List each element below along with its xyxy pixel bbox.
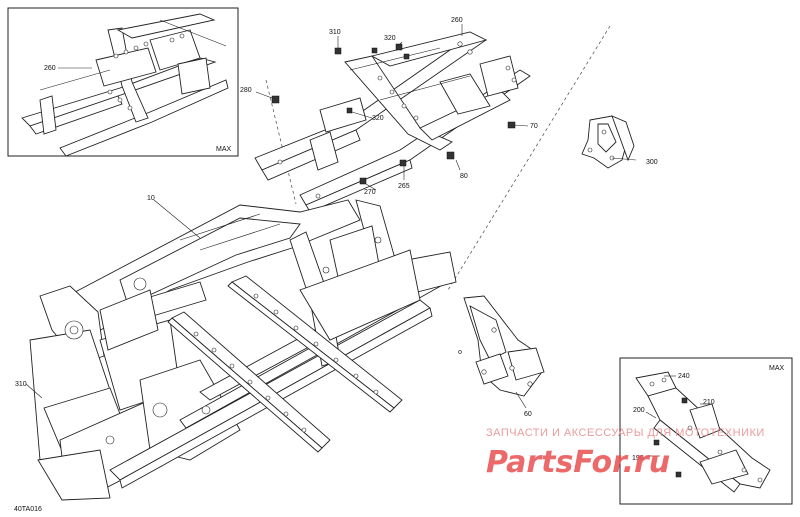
drawing-code: 40TA016 <box>14 506 42 513</box>
inset-bracket-drawing <box>635 371 771 493</box>
main-frame-drawing <box>29 199 457 501</box>
callout-210: 210 <box>703 399 715 406</box>
inset-rear-frame-drawing <box>21 13 229 157</box>
bracket-60-drawing <box>458 295 545 397</box>
callout-310-top: 310 <box>329 29 341 36</box>
inset-bottom-right: 240 210 200 190 MAX <box>619 357 793 505</box>
callout-270: 270 <box>364 189 376 196</box>
callout-260-top: 260 <box>451 17 463 24</box>
callout-280: 280 <box>240 87 252 94</box>
callout-70: 70 <box>530 123 538 130</box>
callout-260-inset: 260 <box>44 65 56 72</box>
callout-190: 190 <box>632 455 644 462</box>
callouts-main: 310 320 260 280 320 70 300 80 265 270 10… <box>15 17 658 418</box>
callout-10: 10 <box>147 195 155 202</box>
rear-subframe-drawing <box>254 31 531 213</box>
watermark-tagline: ЗАПЧАСТИ И АКСЕССУАРЫ ДЛЯ МОТОТЕХНИКИ <box>486 427 765 439</box>
projection-line-b <box>265 79 297 205</box>
inset-top-left: 260 MAX <box>7 7 239 157</box>
watermark: ЗАПЧАСТИ И АКСЕССУАРЫ ДЛЯ МОТОТЕХНИКИ Pa… <box>486 427 765 480</box>
callout-80: 80 <box>460 173 468 180</box>
watermark-logo: PartsFor.ru <box>486 445 670 480</box>
callout-300: 300 <box>646 159 658 166</box>
inset-max-label-2: MAX <box>769 365 785 372</box>
projection-line-a <box>447 25 611 291</box>
floor-rail-right <box>227 275 403 413</box>
callout-240: 240 <box>678 373 690 380</box>
callout-200: 200 <box>633 407 645 414</box>
callout-320-mid: 320 <box>372 115 384 122</box>
callout-265: 265 <box>398 183 410 190</box>
bracket-300-drawing <box>581 115 635 169</box>
floor-rail-left <box>167 311 331 453</box>
callout-60: 60 <box>524 411 532 418</box>
inset-max-label: MAX <box>216 146 232 153</box>
callout-310-left: 310 <box>15 381 27 388</box>
callout-320-top: 320 <box>384 35 396 42</box>
